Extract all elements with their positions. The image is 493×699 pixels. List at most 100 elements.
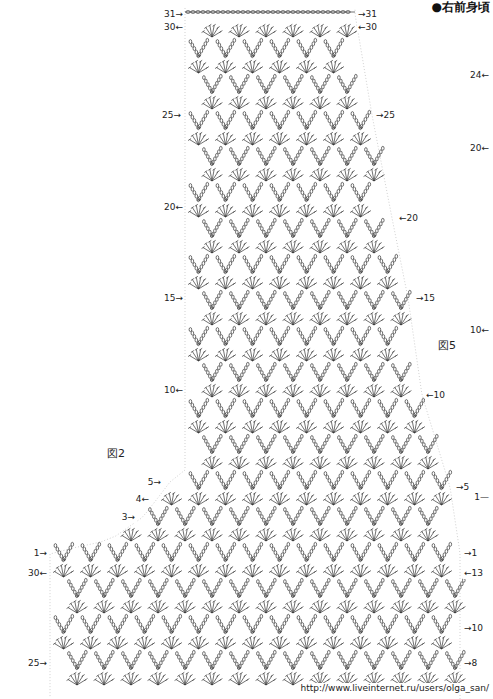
chain-stitch <box>306 11 310 14</box>
stitch-tick <box>249 276 252 278</box>
stitch-tick <box>334 132 337 134</box>
single-crochet <box>305 416 309 417</box>
stitch-tick <box>325 387 328 389</box>
chain-stitch <box>268 157 271 161</box>
chain-stitch <box>291 11 295 14</box>
chain-stitch <box>274 146 277 150</box>
stitch-tick <box>231 387 234 389</box>
chain-stitch <box>346 11 350 14</box>
chain-stitch <box>195 122 198 126</box>
single-crochet <box>264 92 268 93</box>
chain-stitch <box>288 83 291 87</box>
chain-stitch <box>324 225 327 229</box>
stitch-tick <box>370 168 373 170</box>
chain-stitch <box>263 86 266 90</box>
chain-stitch <box>222 194 225 198</box>
chain-stitch <box>232 79 235 83</box>
shell-stroke <box>352 428 361 433</box>
chain-stitch <box>222 410 225 414</box>
shell-stroke <box>385 421 387 433</box>
chain-stitch <box>301 191 304 195</box>
stitch-tick <box>253 132 256 134</box>
shell-stroke <box>392 392 401 397</box>
chain-stitch <box>256 189 259 193</box>
stitch-tick <box>321 384 324 386</box>
chain-stitch <box>209 158 212 162</box>
chain-stitch <box>312 42 315 46</box>
stitch-tick <box>314 67 317 69</box>
chain-stitch <box>353 366 356 370</box>
chain-stitch <box>287 182 290 186</box>
stitch-tick <box>240 384 243 386</box>
chain-stitch <box>254 265 257 269</box>
chain-stitch <box>251 11 255 14</box>
stitch-tick <box>393 387 396 389</box>
stitch-tick <box>245 351 248 353</box>
chain-stitch <box>281 11 285 14</box>
shell-stroke <box>284 248 293 253</box>
shell-stroke <box>401 388 407 397</box>
chain-stitch <box>204 114 207 118</box>
chain-stitch <box>344 230 347 234</box>
shell-stroke <box>217 284 226 289</box>
shell-stroke <box>334 352 340 361</box>
single-crochet <box>264 164 268 165</box>
shell-stroke <box>199 208 205 217</box>
chain-stitch <box>314 254 317 258</box>
chain-stitch <box>247 47 250 51</box>
single-crochet <box>318 308 322 309</box>
chain-stitch <box>303 50 306 54</box>
stitch-tick <box>365 279 368 281</box>
chain-stitch <box>245 403 248 407</box>
shell-stroke <box>298 212 307 217</box>
chain-stitch <box>288 227 291 231</box>
stitch-tick <box>353 207 356 209</box>
chain-stitch <box>257 148 260 152</box>
chain-stitch <box>398 374 401 378</box>
chain-stitch <box>353 78 356 82</box>
chain-stitch <box>376 373 379 377</box>
single-crochet <box>345 236 349 237</box>
stitch-tick <box>271 315 274 317</box>
chain-stitch <box>245 366 248 370</box>
stitch-tick <box>256 175 259 177</box>
chain-stitch <box>380 150 383 154</box>
chain-stitch <box>312 114 315 118</box>
chain-stitch <box>231 11 235 14</box>
single-crochet <box>305 56 309 57</box>
shell-stroke <box>277 205 279 217</box>
stitch-tick <box>231 171 234 173</box>
shell-stroke <box>237 25 239 37</box>
chain-stitch <box>353 403 356 407</box>
stitch-tick <box>366 387 369 389</box>
chain-stitch <box>276 410 279 414</box>
single-crochet <box>399 380 403 381</box>
chain-stitch <box>241 85 244 89</box>
shell-stroke <box>415 424 421 433</box>
chain-stitch <box>258 186 261 190</box>
chain-stitch <box>287 254 290 258</box>
stitch-tick <box>321 240 324 242</box>
chain-stitch <box>272 259 275 263</box>
stitch-tick <box>245 207 248 209</box>
chain-stitch <box>216 256 219 260</box>
chain-stitch <box>263 230 266 234</box>
chain-stitch <box>243 256 246 260</box>
stitch-tick <box>273 175 276 177</box>
chain-stitch <box>317 86 320 90</box>
chain-stitch <box>353 222 356 226</box>
chain-stitch <box>369 371 372 375</box>
chain-stitch <box>260 326 263 330</box>
chain-stitch <box>337 117 340 121</box>
shell-stroke <box>325 356 334 361</box>
chain-stitch <box>290 302 293 306</box>
single-crochet <box>332 200 336 201</box>
stitch-tick <box>230 279 233 281</box>
chain-stitch <box>337 405 340 409</box>
stitch-tick <box>368 427 371 429</box>
chain-stitch <box>326 187 329 191</box>
stitch-tick <box>217 315 220 317</box>
chain-stitch <box>272 294 275 298</box>
stitch-tick <box>235 24 238 26</box>
shell-stroke <box>244 428 253 433</box>
